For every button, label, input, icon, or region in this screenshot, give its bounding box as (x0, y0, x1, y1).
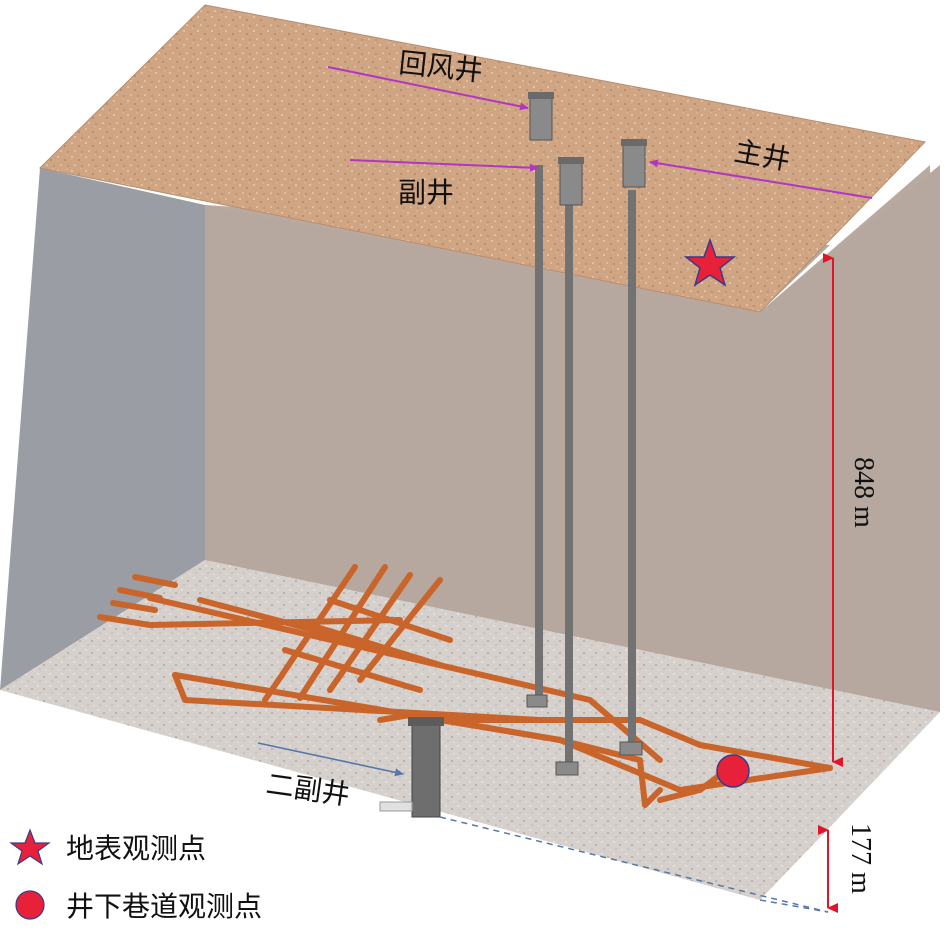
main-shaft-arrow (649, 159, 873, 199)
return-air-shaft-arrow (327, 66, 529, 111)
legend: 地表观测点 井下巷道观测点 (9, 828, 262, 923)
depth-177-label: 177 m (845, 823, 876, 894)
projection-dashed-line (439, 816, 829, 913)
depth-848-label: 848 m (848, 457, 879, 528)
mine-floor (0, 560, 940, 900)
legend-star-icon (9, 828, 51, 866)
roadway-network (97, 564, 833, 808)
main-shaft (619, 139, 647, 756)
second-auxiliary-shaft (379, 717, 444, 818)
floor-dashed-corner (759, 899, 829, 913)
legend-underground-point-label: 井下巷道观测点 (66, 890, 262, 923)
left-wall (0, 168, 205, 690)
return-air-shaft (526, 92, 554, 708)
legend-surface-point-label: 地表观测点 (66, 832, 206, 865)
auxiliary-shaft-label: 副井 (398, 176, 454, 209)
auxiliary-shaft (555, 157, 584, 776)
legend-circle-icon (15, 890, 45, 920)
second-auxiliary-shaft-arrow (257, 742, 404, 777)
surface-observation-point-icon (683, 237, 737, 287)
ground-surface (38, 4, 927, 313)
underground-observation-point-icon (716, 754, 750, 788)
auxiliary-shaft-arrow (349, 159, 539, 172)
